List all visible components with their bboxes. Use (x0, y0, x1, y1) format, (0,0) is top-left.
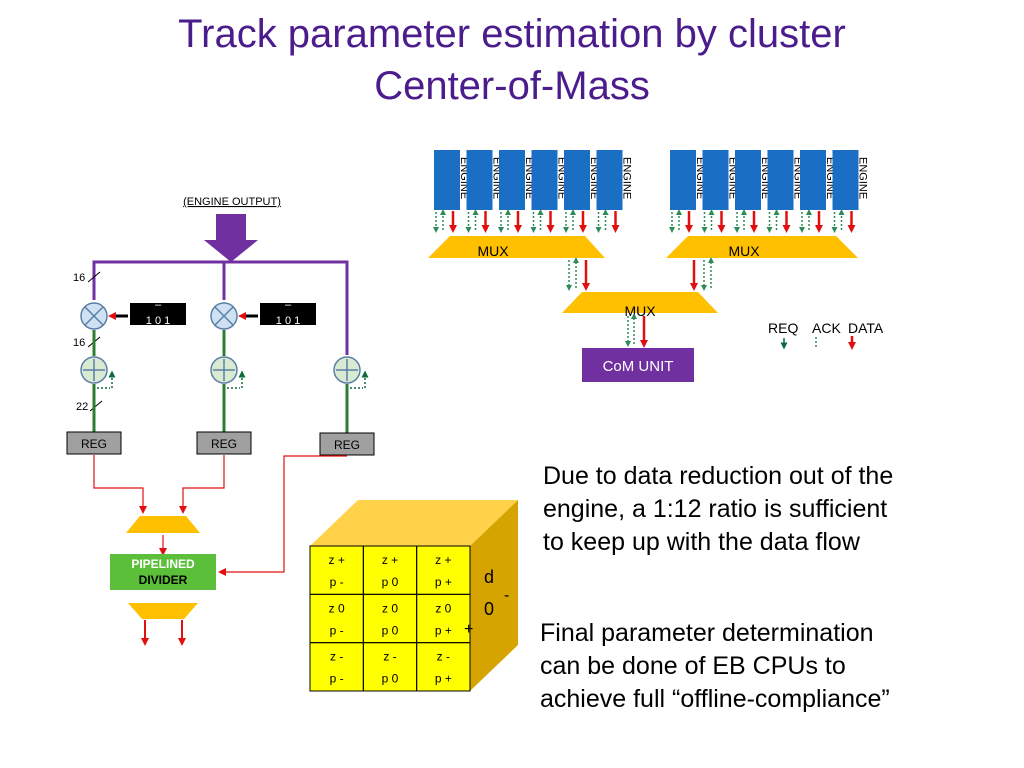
bits-22-tick (89, 400, 103, 412)
cube-cell-z: z - (383, 650, 396, 664)
cube-top (310, 500, 518, 546)
para2-line-2: can be done of EB CPUs to (540, 652, 846, 680)
cube-cell-p: p 0 (382, 623, 399, 637)
text-data-reduction: Due to data reduction out of the engine,… (543, 460, 893, 559)
engine-output-arrow (204, 214, 258, 262)
reg-label: REG (334, 438, 360, 452)
cube-cell-p: p 0 (382, 575, 399, 589)
mux-right-label: MUX (728, 243, 760, 259)
bits-16-a-tick (87, 271, 101, 283)
com-unit-label: CoM UNIT (603, 358, 674, 375)
reg-label: REG (211, 437, 237, 451)
wire-reg2-divider (179, 455, 225, 514)
cube-cell-p: p + (435, 575, 452, 589)
para1-line-3: to keep up with the data flow (543, 528, 860, 556)
para1-line-2: engine, a 1:12 ratio is sufficient (543, 495, 888, 523)
mux-center (562, 292, 718, 313)
cube-cell-z: z 0 (435, 601, 451, 615)
mux-left-label: MUX (477, 243, 509, 259)
engine-6 (596, 150, 623, 210)
mux-right (666, 236, 858, 258)
reg-1 (66, 431, 122, 455)
engine-10 (767, 150, 794, 210)
page-title: Track parameter estimation by cluster Ce… (0, 8, 1024, 112)
cube-side-minus: - (504, 587, 509, 604)
cube-cell-z: z + (435, 553, 451, 567)
engine-1 (434, 150, 460, 210)
constant-box-2 (260, 303, 316, 325)
engine-label: ENGINE (857, 157, 869, 199)
legend-ack-label: ACK (812, 320, 841, 336)
cube-side (470, 500, 518, 691)
cube-front (309, 545, 471, 692)
cube-side-plus: + (464, 621, 473, 638)
bits-16-b: 16 (73, 337, 85, 349)
multiplier-cross (214, 306, 234, 326)
multiplier-cross (84, 306, 104, 326)
engine-3 (499, 150, 525, 210)
engine-4 (531, 150, 558, 210)
legend-req-label: REQ (768, 320, 798, 336)
para2-line-1: Final parameter determination (540, 619, 874, 647)
cube-cell-z: z - (330, 650, 343, 664)
pipeline-lanes: – 1 0 1 REG – 1 0 1 REG REG (66, 299, 375, 456)
cube-cell-p: p + (435, 672, 452, 686)
divider-input-trap (126, 516, 200, 533)
pipelined-divider (110, 554, 216, 590)
para2-line-3: achieve full “offline-compliance” (540, 685, 890, 713)
engine-8 (702, 150, 729, 210)
cube-cell-z: z + (382, 553, 398, 567)
cube-cell-p: p 0 (382, 672, 399, 686)
cube-cell-z: z 0 (329, 601, 345, 615)
divider-label-2: DIVIDER (139, 573, 188, 587)
cube-cell-z: z 0 (382, 601, 398, 615)
engine-output-label: (ENGINE OUTPUT) (183, 196, 281, 208)
constant-value: 1 0 1 (276, 315, 300, 327)
mux-center-label: MUX (624, 303, 656, 319)
engine-5 (564, 150, 590, 210)
title-line-1: Track parameter estimation by cluster (178, 12, 846, 56)
cube-cell-p: p + (435, 623, 452, 637)
engine-output-bus (92, 260, 349, 355)
divider-label-1: PIPELINED (131, 557, 195, 571)
engine-12 (832, 150, 859, 210)
cube-cell-p: p - (330, 575, 344, 589)
cube-side-d: d (484, 567, 494, 587)
engine-11 (800, 150, 826, 210)
cube-cell-z: z + (328, 553, 344, 567)
reg-2 (196, 431, 252, 455)
wire-reg1-divider (93, 455, 147, 514)
para1-line-1: Due to data reduction out of the (543, 462, 894, 490)
engine-9 (735, 150, 761, 210)
constant-minus: – (285, 299, 292, 311)
text-final-parameter: Final parameter determination can be don… (540, 617, 890, 716)
engine-label: ENGINE (621, 157, 633, 199)
bits-22: 22 (76, 401, 88, 413)
reg-3 (319, 432, 375, 456)
constant-value: 1 0 1 (146, 315, 170, 327)
constant-box-1 (130, 303, 186, 325)
engine-2 (466, 150, 493, 210)
bits-16-a: 16 (73, 272, 85, 284)
title-line-2: Center-of-Mass (374, 64, 650, 108)
mux-left (428, 236, 605, 258)
cube-side-0: 0 (484, 599, 494, 619)
engine-7 (670, 150, 696, 210)
divider-output-trap (128, 603, 198, 619)
constant-minus: – (155, 299, 162, 311)
cube-cell-p: p - (330, 672, 344, 686)
cube-cell (416, 642, 471, 692)
com-unit (582, 348, 694, 382)
reg-label: REG (81, 437, 107, 451)
legend-data-label: DATA (848, 320, 884, 336)
cube-cell-z: z - (437, 650, 450, 664)
wire-reg3-divider (218, 455, 347, 576)
cube-cell-p: p - (330, 623, 344, 637)
cube-grid: z + p - z + p 0 z + p + z 0 p - z 0 p 0 z 0 p + z - p… (309, 545, 471, 692)
